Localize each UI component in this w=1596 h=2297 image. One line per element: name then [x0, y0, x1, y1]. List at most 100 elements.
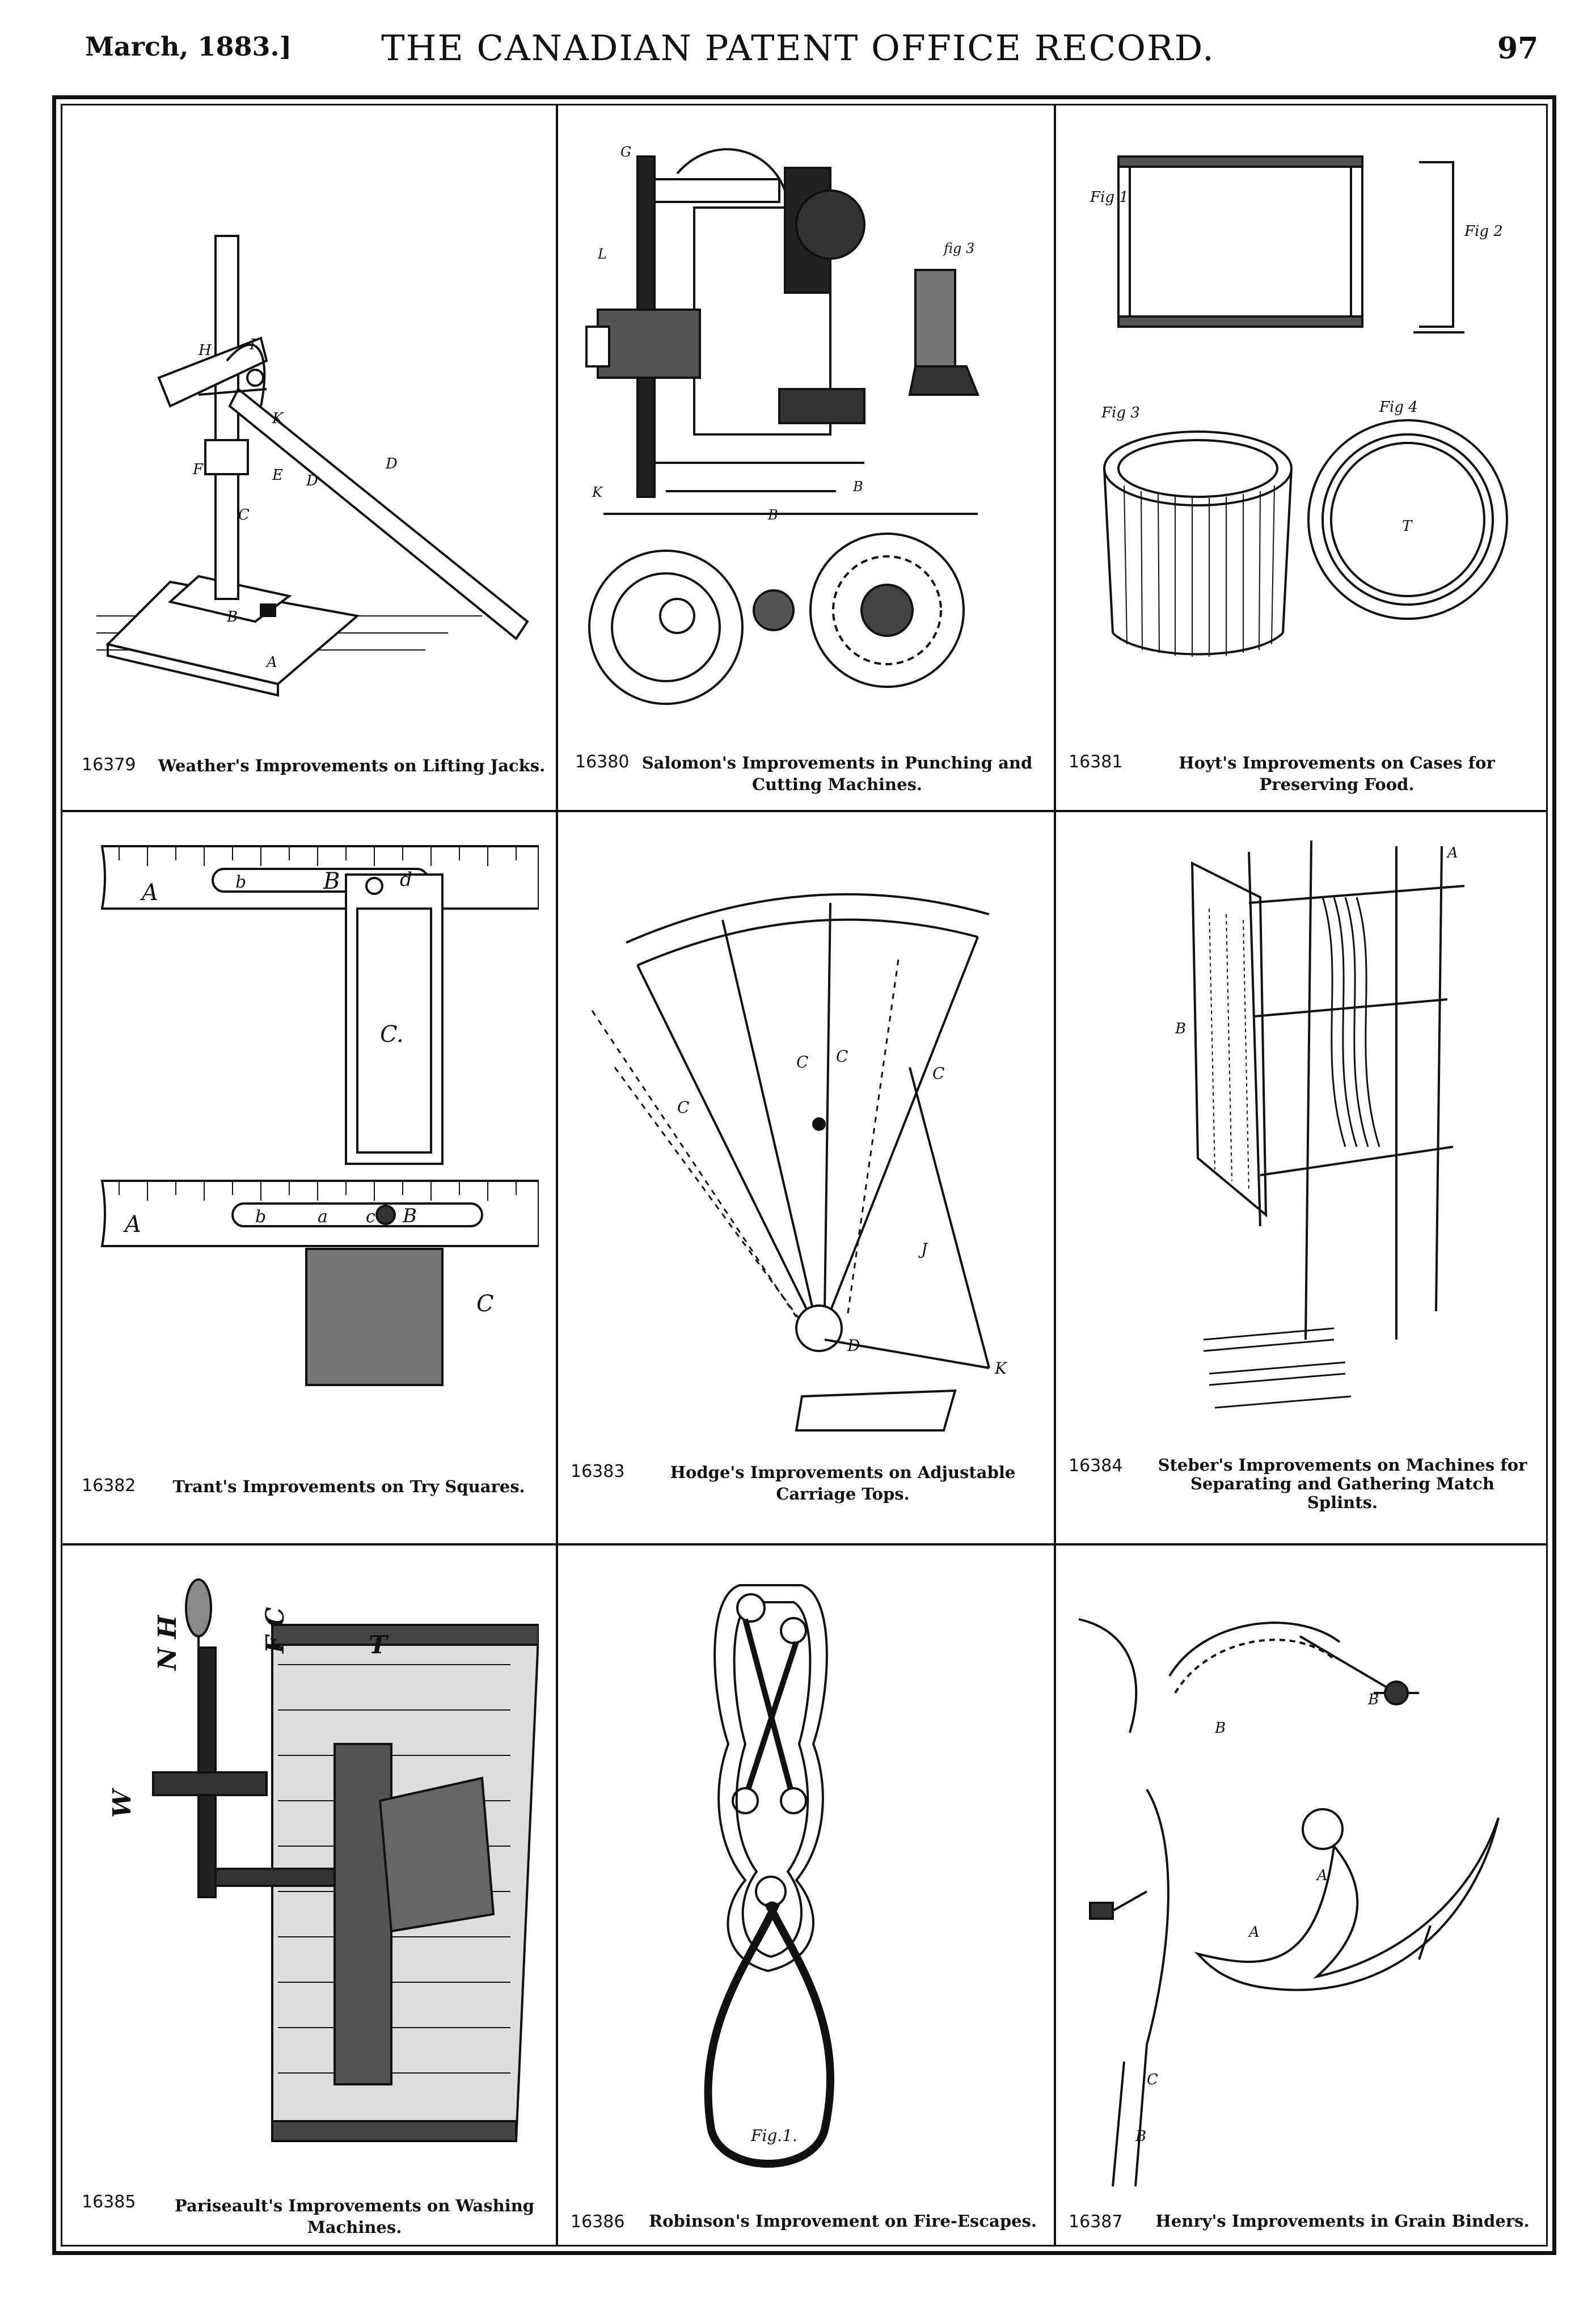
svg-text:E: E: [272, 467, 283, 484]
svg-text:Fig 4: Fig 4: [1379, 399, 1418, 416]
caption-line: Hoyt's Improvements on Cases for: [1179, 753, 1495, 772]
square-label: b: [235, 872, 246, 892]
caption-line: Machines.: [307, 2218, 402, 2237]
svg-text:B: B: [1214, 1720, 1226, 1737]
svg-text:D: D: [847, 1336, 860, 1355]
caption-line: Separating and Gathering Match: [1190, 1474, 1494, 1493]
svg-text:K: K: [994, 1359, 1008, 1378]
row-divider: [62, 810, 1546, 812]
svg-text:F: F: [192, 461, 204, 478]
fire-escape-illustration: Fig.1.: [704, 1584, 834, 2168]
patent-number: 16383: [571, 1462, 625, 1481]
punching-machine-illustration: G L fig 3 K B B: [585, 144, 979, 705]
svg-text:N H: N H: [153, 1614, 182, 1671]
page-header: March, 1883.] THE CANADIAN PATENT OFFICE…: [0, 0, 1596, 96]
column-divider: [1054, 105, 1056, 2245]
square-label: b: [255, 1207, 266, 1227]
patent-cell-16387: B B A A C B 16387 Henry's Improvements in G…: [1056, 1546, 1555, 2254]
carriage-top-illustration: CC CC JD K: [591, 893, 1008, 1432]
patent-caption: Steber's Improvements on Machines for Se…: [1135, 1456, 1549, 1512]
svg-text:W: W: [108, 1787, 137, 1818]
square-label: B: [323, 868, 340, 894]
try-square-illustration: A b B d C. A b a c B C: [100, 845, 539, 1386]
square-label: A: [140, 880, 158, 906]
patent-caption: Hoyt's Improvements on Cases for Preserv…: [1130, 752, 1544, 795]
svg-text:C: C: [238, 506, 250, 523]
svg-text:A: A: [265, 654, 277, 671]
patent-caption: Pariseault's Improvements on Washing Mac…: [153, 2195, 556, 2238]
patent-caption: Trant's Improvements on Try Squares.: [172, 1477, 525, 1496]
caption-line: Pariseault's Improvements on Washing: [174, 2196, 535, 2215]
patent-cell-16382: A b B d C. A b a c B C 16382 Trant's Imp…: [62, 812, 556, 1543]
svg-text:K: K: [592, 484, 603, 500]
patent-number: 16379: [82, 755, 136, 775]
patent-caption: Salomon's Improvements in Punching and C…: [626, 752, 1048, 795]
svg-text:H: H: [198, 342, 212, 359]
svg-text:G: G: [620, 144, 631, 160]
column-divider: [556, 105, 558, 2245]
publication-title: THE CANADIAN PATENT OFFICE RECORD.: [381, 27, 1215, 69]
caption-line: Preserving Food.: [1259, 775, 1415, 794]
grain-binder-illustration: B B A A C B: [1079, 1618, 1500, 2186]
svg-text:B: B: [1135, 2128, 1146, 2145]
svg-text:C: C: [677, 1098, 689, 1117]
caption-line: Carriage Tops.: [776, 1484, 910, 1504]
square-label: C.: [380, 1021, 404, 1048]
svg-text:T: T: [369, 1631, 389, 1660]
svg-text:C: C: [796, 1053, 808, 1071]
patent-caption: Henry's Improvements in Grain Binders.: [1155, 2211, 1530, 2231]
caption-line: Hodge's Improvements on Adjustable: [670, 1463, 1016, 1482]
square-label: c: [366, 1207, 375, 1227]
patent-number: 16387: [1069, 2212, 1123, 2232]
svg-text:B: B: [767, 507, 778, 523]
svg-text:D: D: [385, 455, 398, 472]
svg-text:K: K: [272, 410, 284, 427]
svg-text:Fig 3: Fig 3: [1101, 404, 1140, 421]
svg-text:C: C: [932, 1064, 944, 1083]
square-label: a: [318, 1207, 328, 1227]
square-label: C: [476, 1291, 494, 1317]
patent-number: 16384: [1069, 1456, 1123, 1476]
caption-line: Salomon's Improvements in Punching and: [641, 753, 1033, 772]
issue-date: March, 1883.]: [85, 31, 292, 62]
svg-text:I: I: [249, 336, 256, 353]
patent-cell-16386: Fig.1. 16386 Robinson's Improvement on F…: [558, 1546, 1054, 2254]
svg-text:B: B: [1367, 1691, 1379, 1708]
svg-text:C: C: [1147, 2071, 1158, 2088]
washing-machine-illustration: W N H F C T: [108, 1578, 539, 2142]
patent-number: 16386: [571, 2212, 625, 2232]
svg-text:F C: F C: [261, 1607, 290, 1654]
patent-number: 16382: [82, 1476, 136, 1496]
svg-text:B: B: [852, 479, 863, 495]
svg-text:fig 3: fig 3: [943, 240, 974, 256]
svg-text:Fig 1: Fig 1: [1090, 189, 1129, 206]
svg-text:A: A: [1316, 1867, 1328, 1884]
patent-number: 16385: [82, 2192, 136, 2212]
svg-text:D: D: [306, 472, 318, 489]
match-splint-machine-illustration: BA: [1175, 840, 1465, 1409]
square-label: A: [123, 1211, 141, 1238]
caption-line: Steber's Improvements on Machines for: [1158, 1455, 1527, 1475]
patent-caption: Robinson's Improvement on Fire-Escapes.: [649, 2211, 1037, 2231]
square-label: B: [402, 1205, 417, 1227]
svg-text:L: L: [597, 246, 607, 262]
svg-text:A: A: [1446, 845, 1458, 862]
page-number: 97: [1497, 31, 1539, 66]
svg-text:T: T: [1402, 518, 1413, 535]
patent-caption: Weather's Improvements on Lifting Jacks.: [158, 756, 546, 775]
food-case-illustration: Fig 1 Fig 2 Fig 3 Fig 4 T: [1090, 155, 1508, 657]
caption-line: Cutting Machines.: [751, 775, 923, 794]
svg-text:B: B: [1175, 1020, 1186, 1037]
svg-text:Fig 2: Fig 2: [1464, 223, 1503, 240]
square-label: d: [400, 868, 412, 891]
figure-label: Fig.1.: [750, 2126, 797, 2145]
svg-text:A: A: [1248, 1924, 1260, 1941]
